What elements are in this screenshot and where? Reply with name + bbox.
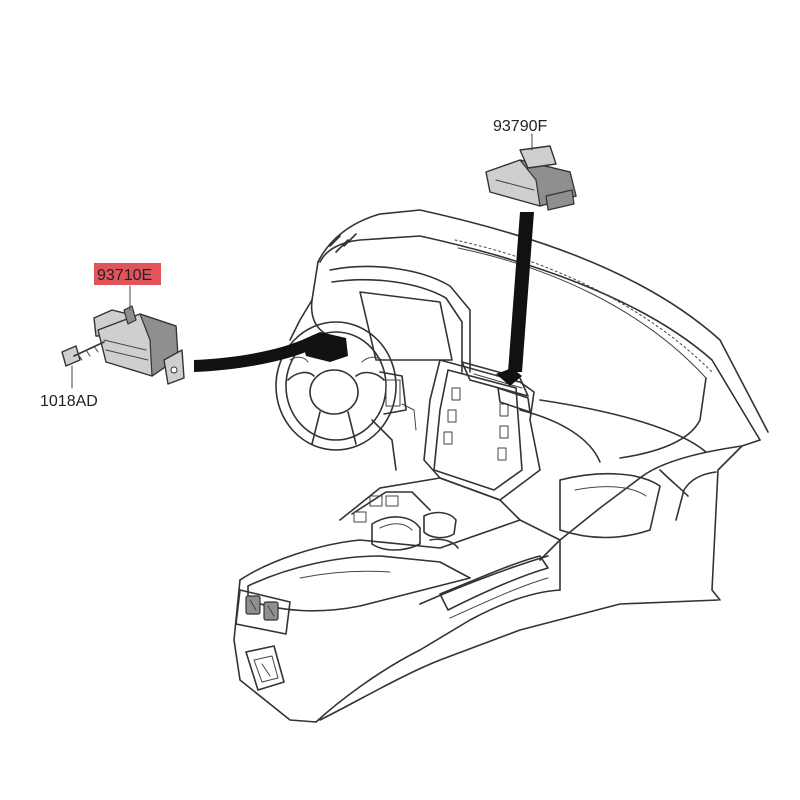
label-93710e: 93710E — [97, 267, 152, 284]
label-highlight-93710e — [94, 263, 161, 285]
label-93790f: 93790F — [493, 118, 547, 135]
dashboard-illustration — [233, 209, 769, 723]
screw-1018ad-part — [61, 341, 105, 367]
label-1018ad: 1018AD — [40, 393, 98, 410]
leader-93710e — [194, 340, 306, 372]
leader-93790f — [508, 212, 534, 372]
rear-vents — [235, 589, 291, 635]
module-93790f-part — [485, 145, 577, 211]
target-93710e — [302, 332, 348, 362]
target-93790f — [496, 368, 522, 386]
center-screen-buttons — [443, 387, 509, 461]
module-93710e-part — [93, 305, 185, 385]
